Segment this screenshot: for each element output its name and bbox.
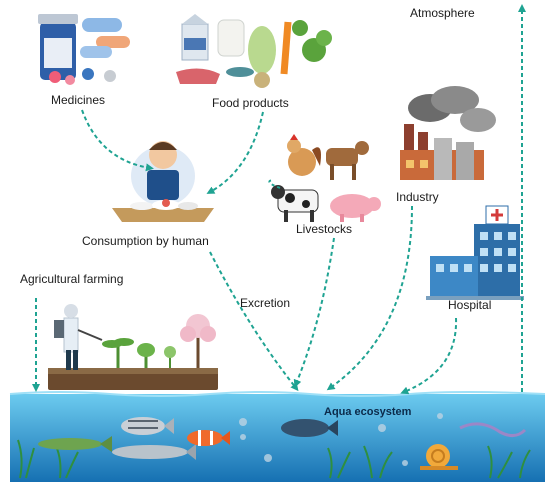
arrow-food-to-consumption <box>206 111 264 194</box>
label-livestocks: Livestocks <box>296 222 353 236</box>
farming-illustration <box>48 304 218 390</box>
flow-arrows <box>32 4 526 395</box>
label-industry: Industry <box>396 190 439 204</box>
arrow-consumption-to-water <box>209 251 299 392</box>
medicines-illustration <box>38 14 130 85</box>
hospital-illustration <box>426 205 524 300</box>
microparticles <box>239 413 443 466</box>
label-medicines: Medicines <box>51 93 106 107</box>
industry-illustration <box>400 86 496 180</box>
label-excretion: Excretion <box>240 296 291 310</box>
aqua-ecosystem-water <box>9 391 546 482</box>
label-food-products: Food products <box>212 96 289 110</box>
fish-green <box>38 436 112 452</box>
arrow-livestock-left <box>268 179 281 189</box>
seaweed-plants <box>17 439 531 479</box>
livestock-illustration <box>271 134 381 222</box>
arrow-industry-to-water <box>326 205 413 391</box>
consumption-illustration <box>112 141 214 222</box>
fish-striped <box>121 417 174 435</box>
food-products-illustration <box>176 14 332 88</box>
arrow-livestock-to-water <box>293 237 335 388</box>
label-agricultural-farming: Agricultural farming <box>20 272 124 286</box>
label-aqua-ecosystem: Aqua ecosystem <box>324 406 412 418</box>
fish-dark-blue <box>281 419 338 437</box>
eel-worm <box>459 422 527 437</box>
label-consumption-by-human: Consumption by human <box>82 234 209 248</box>
label-atmosphere: Atmosphere <box>410 6 475 20</box>
fish-grey-long <box>112 444 196 460</box>
fish-clownfish <box>187 430 230 446</box>
arrow-hospital-to-water <box>400 317 458 395</box>
snail <box>420 444 458 470</box>
arrow-medicines-to-consumption <box>81 109 154 172</box>
label-hospital: Hospital <box>448 298 492 312</box>
